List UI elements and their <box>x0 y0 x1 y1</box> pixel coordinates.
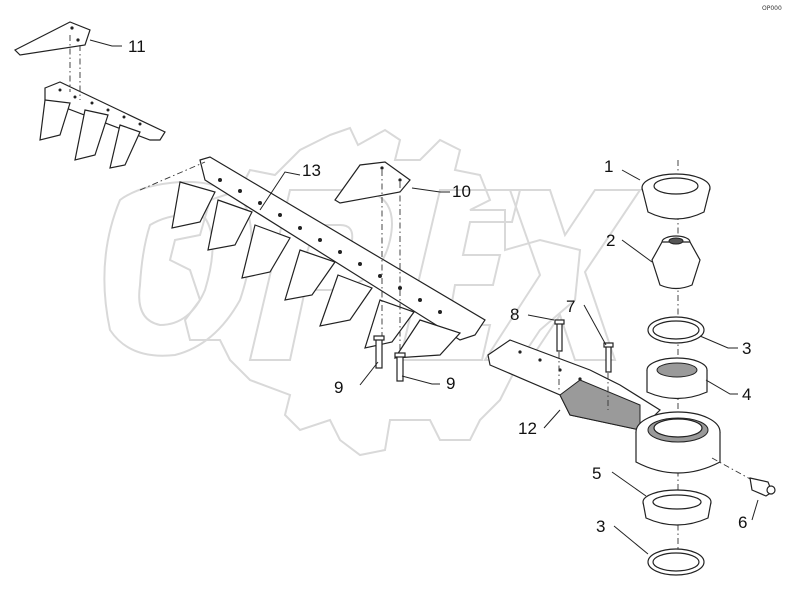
part-10-knife-section <box>334 161 411 355</box>
knife-bar-rivets <box>218 178 442 314</box>
callout-6: 6 <box>738 513 747 532</box>
leader-lines <box>89 39 759 555</box>
callout-5: 5 <box>592 464 601 483</box>
callout-13: 13 <box>302 161 321 180</box>
part-2-bushing <box>651 235 701 290</box>
part-5-seal <box>642 489 712 526</box>
part-3-snap-ring-lower <box>647 548 705 576</box>
part-11-knife-section <box>13 21 91 56</box>
part-13-knife-bar <box>139 156 486 359</box>
part-12-knife-head-arm <box>487 339 661 431</box>
part-3-snap-ring-upper <box>647 316 705 344</box>
callout-9-left: 9 <box>334 378 343 397</box>
callout-labels: 11 13 10 1 2 3 4 8 7 12 9 9 5 3 6 <box>128 37 751 536</box>
watermark-gear-outline <box>168 126 582 457</box>
callout-10: 10 <box>452 182 471 201</box>
callout-2: 2 <box>606 231 615 250</box>
part-4-bearing <box>646 357 708 400</box>
callout-12: 12 <box>518 419 537 438</box>
callout-11: 11 <box>128 37 146 56</box>
part-1-cup-seal <box>641 173 711 220</box>
callout-4: 4 <box>742 385 751 404</box>
watermark-letter-x <box>483 189 642 361</box>
callout-1: 1 <box>604 157 613 176</box>
callout-3-lower: 3 <box>596 517 605 536</box>
callout-8: 8 <box>510 305 519 324</box>
upper-cutter-bar <box>39 35 166 169</box>
part-6-grease-nipple <box>711 457 776 497</box>
corner-mark: OP000 <box>762 5 782 12</box>
part-7-screw <box>603 342 614 410</box>
knife-head-housing <box>635 411 721 474</box>
callout-3-upper: 3 <box>742 339 751 358</box>
callout-7: 7 <box>566 297 575 316</box>
callout-9-right: 9 <box>446 374 455 393</box>
part-9-bolts <box>373 335 406 382</box>
part-8-screw <box>554 319 565 390</box>
